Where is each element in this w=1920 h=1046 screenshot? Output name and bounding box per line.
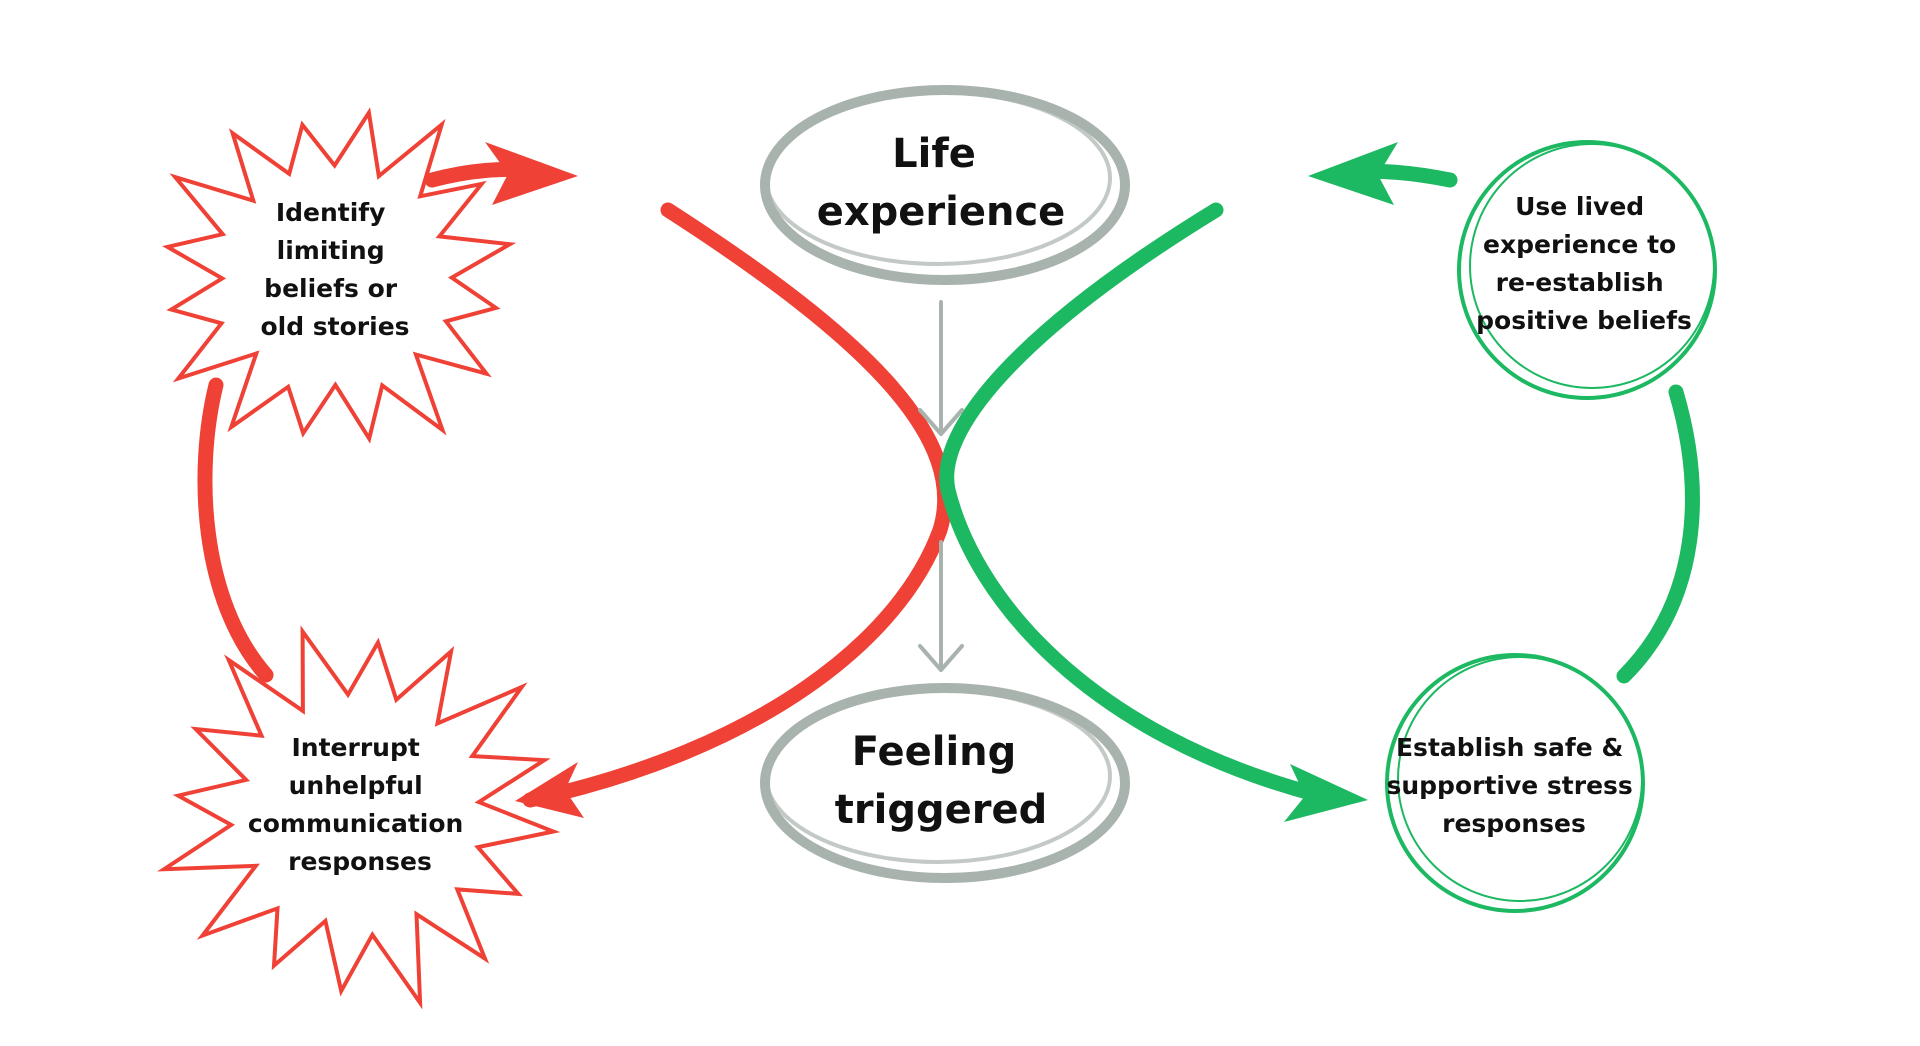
grey-arrowhead-1 bbox=[918, 408, 964, 436]
establish-safe-circle bbox=[1385, 653, 1645, 913]
use-lived-experience-label: Use lived experience to re-establish pos… bbox=[1476, 192, 1692, 335]
red-arrowhead-top bbox=[485, 142, 578, 205]
establish-safe-label: Establish safe & supportive stress respo… bbox=[1386, 733, 1641, 838]
life-experience-label: Life experience bbox=[817, 131, 1066, 235]
use-lived-experience-circle bbox=[1457, 140, 1717, 400]
green-arrowhead-bottom bbox=[1284, 764, 1368, 822]
feeling-triggered-label: Feeling triggered bbox=[835, 729, 1047, 833]
interrupt-responses-starburst bbox=[157, 625, 561, 1010]
green-arrowhead-top bbox=[1308, 142, 1398, 205]
interrupt-responses-label: Interrupt unhelpful communication respon… bbox=[248, 733, 472, 876]
red-arrowhead-bottom bbox=[515, 762, 584, 818]
identify-beliefs-starburst bbox=[162, 107, 517, 444]
life-experience-oval bbox=[760, 85, 1130, 285]
red-main-arc bbox=[522, 202, 953, 808]
green-main-arc bbox=[939, 202, 1326, 803]
green-right-arc bbox=[1616, 384, 1700, 684]
feeling-triggered-oval bbox=[760, 683, 1130, 883]
identify-beliefs-label: Identify limiting beliefs or old stories bbox=[260, 198, 409, 341]
red-left-arc bbox=[197, 377, 274, 683]
grey-arrowhead-2 bbox=[918, 644, 964, 672]
